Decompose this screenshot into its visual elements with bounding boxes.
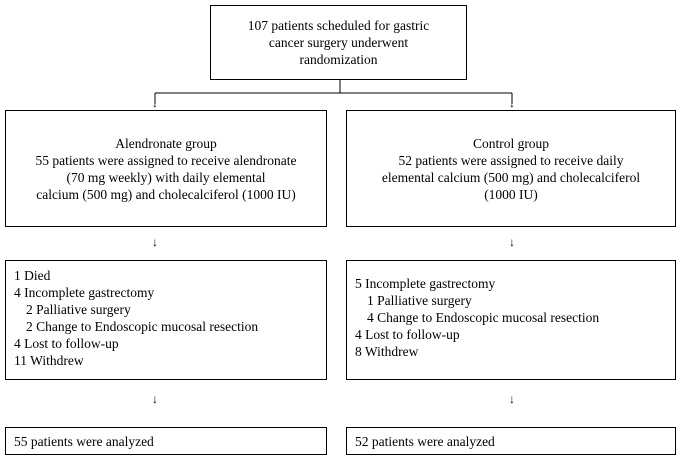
alendronate-exclusions-box: 1 Died 4 Incomplete gastrectomy 2 Pallia… bbox=[5, 260, 327, 380]
exclusion-subitem: 1 Palliative surgery bbox=[367, 293, 472, 308]
randomization-box: 107 patients scheduled for gastric cance… bbox=[210, 5, 467, 80]
control-analyzed-text: 52 patients were analyzed bbox=[355, 433, 495, 449]
alendronate-line-4: calcium (500 mg) and cholecalciferol (10… bbox=[36, 186, 296, 202]
exclusion-subitem: 2 Palliative surgery bbox=[26, 302, 131, 317]
arrow-down-icon: ↓ bbox=[509, 235, 515, 249]
alendronate-line-3: (70 mg weekly) with daily elemental bbox=[66, 169, 266, 185]
arrow-down-icon: ↓ bbox=[509, 392, 515, 406]
alendronate-group-box: Alendronate group 55 patients were assig… bbox=[5, 110, 327, 227]
arrow-down-icon: ↓ bbox=[509, 96, 515, 110]
exclusion-item: 11 Withdrew bbox=[14, 353, 84, 368]
exclusion-subitem: 2 Change to Endoscopic mucosal resection bbox=[26, 319, 259, 334]
control-line-4: (1000 IU) bbox=[484, 186, 538, 202]
control-analyzed-box: 52 patients were analyzed bbox=[346, 427, 676, 455]
exclusion-item: 8 Withdrew bbox=[355, 344, 419, 359]
randomization-line-1: 107 patients scheduled for gastric bbox=[247, 18, 430, 33]
randomization-line-3: randomization bbox=[299, 52, 378, 67]
exclusion-item: 4 Lost to follow-up bbox=[14, 336, 119, 351]
randomization-line-2: cancer surgery underwent bbox=[268, 35, 409, 50]
exclusion-item: 5 Incomplete gastrectomy bbox=[355, 276, 496, 291]
control-exclusions-box: 5 Incomplete gastrectomy 1 Palliative su… bbox=[346, 260, 676, 380]
arrow-down-icon: ↓ bbox=[152, 392, 158, 406]
control-group-box: Control group 52 patients were assigned … bbox=[346, 110, 676, 227]
exclusion-item: 4 Incomplete gastrectomy bbox=[14, 285, 155, 300]
control-line-3: elemental calcium (500 mg) and cholecalc… bbox=[381, 169, 641, 185]
control-line-2: 52 patients were assigned to receive dai… bbox=[398, 152, 624, 168]
exclusion-item: 4 Lost to follow-up bbox=[355, 327, 460, 342]
arrow-down-icon: ↓ bbox=[152, 96, 158, 110]
alendronate-title: Alendronate group bbox=[115, 135, 217, 151]
alendronate-analyzed-text: 55 patients were analyzed bbox=[14, 433, 154, 449]
alendronate-line-2: 55 patients were assigned to receive ale… bbox=[35, 152, 297, 168]
exclusion-subitem: 4 Change to Endoscopic mucosal resection bbox=[367, 310, 600, 325]
exclusion-item: 1 Died bbox=[14, 268, 51, 283]
alendronate-analyzed-box: 55 patients were analyzed bbox=[5, 427, 327, 455]
control-title: Control group bbox=[472, 135, 550, 151]
arrow-down-icon: ↓ bbox=[152, 235, 158, 249]
